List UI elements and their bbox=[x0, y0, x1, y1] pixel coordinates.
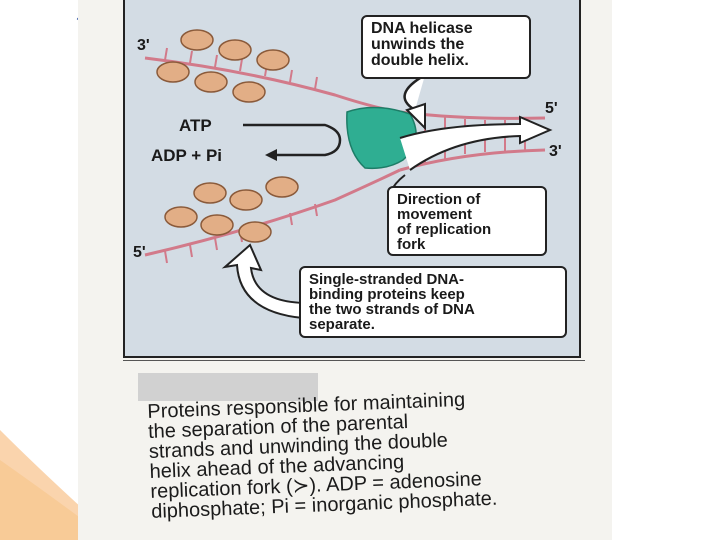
ssb-proteins-lower bbox=[164, 176, 299, 243]
dna-replication-figure: 3' 5' 5' 3' ATP ADP + Pi DNA helicase un… bbox=[123, 0, 581, 358]
lower-strand bbox=[144, 168, 401, 257]
dna-helicase-enzyme bbox=[346, 106, 417, 170]
direction-callout: Direction of movement of replication for… bbox=[387, 186, 547, 256]
adp-pi-label: ADP + Pi bbox=[151, 146, 223, 165]
ssb-callout: Single-stranded DNA- binding proteins ke… bbox=[299, 266, 567, 338]
strand-end-5-bottom: 5' bbox=[133, 244, 146, 261]
direction-arrow bbox=[399, 115, 553, 171]
strand-end-3-top: 3' bbox=[137, 37, 150, 54]
figure-caption: Proteins responsible for maintaining the… bbox=[147, 382, 671, 523]
ssb-proteins-upper bbox=[156, 29, 290, 103]
figure-divider bbox=[123, 360, 585, 361]
adp-arrowhead bbox=[265, 149, 277, 161]
atp-arrow bbox=[243, 123, 342, 141]
helicase-callout: DNA helicase unwinds the double helix. bbox=[361, 15, 531, 79]
helicase-callout-arrowhead bbox=[405, 102, 426, 131]
adp-arrow bbox=[273, 139, 342, 157]
ssb-curved-arrow bbox=[221, 243, 307, 320]
strand-end-5-right: 5' bbox=[545, 100, 558, 117]
replication-fork-diagram bbox=[144, 29, 553, 320]
atp-label: ATP bbox=[179, 116, 212, 135]
redacted-figure-number bbox=[138, 373, 318, 401]
strand-end-3-right: 3' bbox=[549, 143, 562, 160]
